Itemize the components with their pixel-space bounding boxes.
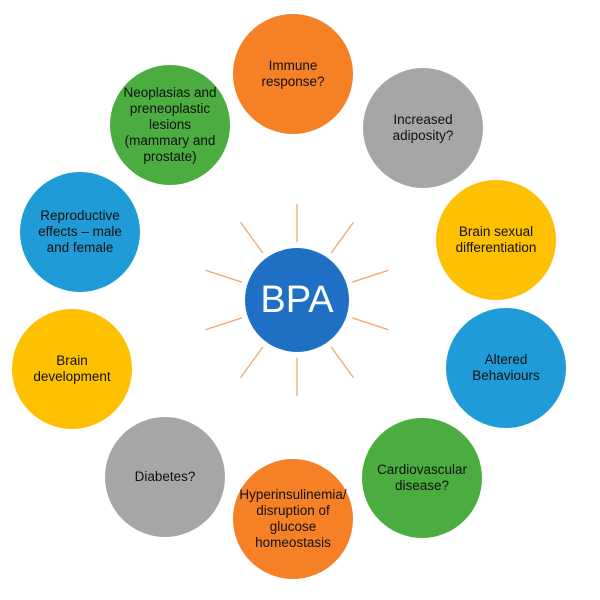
effect-label: Immune response?: [261, 58, 325, 89]
effect-node-hyperinsulinemia: Hyperinsulinemia/ disruption of glucose …: [233, 459, 353, 579]
ray-line: [330, 221, 354, 254]
effect-label: Neoplasias and preneoplastic lesions (ma…: [123, 85, 217, 164]
ray-line: [240, 346, 264, 379]
bpa-label: BPA: [260, 278, 334, 321]
effect-node-cardiovascular: Cardiovascular disease?: [362, 418, 482, 538]
effect-node-reproductive: Reproductive effects – male and female: [20, 172, 140, 292]
ray-line: [351, 269, 389, 283]
effect-label: Reproductive effects – male and female: [38, 208, 122, 255]
effect-label: Brain development: [33, 353, 111, 384]
effect-node-brain-sexual-differentiation: Brain sexual differentiation: [436, 180, 556, 300]
effect-label: Increased adiposity?: [392, 112, 454, 143]
ray-line: [205, 317, 243, 331]
ray-line: [240, 221, 264, 254]
effect-label: Altered Behaviours: [472, 352, 540, 383]
effect-node-altered-behaviours: Altered Behaviours: [446, 308, 566, 428]
effect-node-neoplasias: Neoplasias and preneoplastic lesions (ma…: [110, 65, 230, 185]
effect-node-diabetes: Diabetes?: [105, 417, 225, 537]
effect-node-brain-development: Brain development: [12, 309, 132, 429]
effect-label: Hyperinsulinemia/ disruption of glucose …: [239, 487, 347, 550]
effect-node-adiposity: Increased adiposity?: [363, 68, 483, 188]
effect-node-immune: Immune response?: [233, 14, 353, 134]
effect-label: Diabetes?: [134, 469, 196, 484]
bpa-center-node: BPA: [245, 248, 349, 352]
ray-line: [205, 269, 243, 283]
ray-line: [351, 317, 389, 331]
effect-label: Cardiovascular disease?: [376, 462, 468, 493]
effect-label: Brain sexual differentiation: [455, 224, 537, 255]
ray-line: [330, 346, 354, 379]
